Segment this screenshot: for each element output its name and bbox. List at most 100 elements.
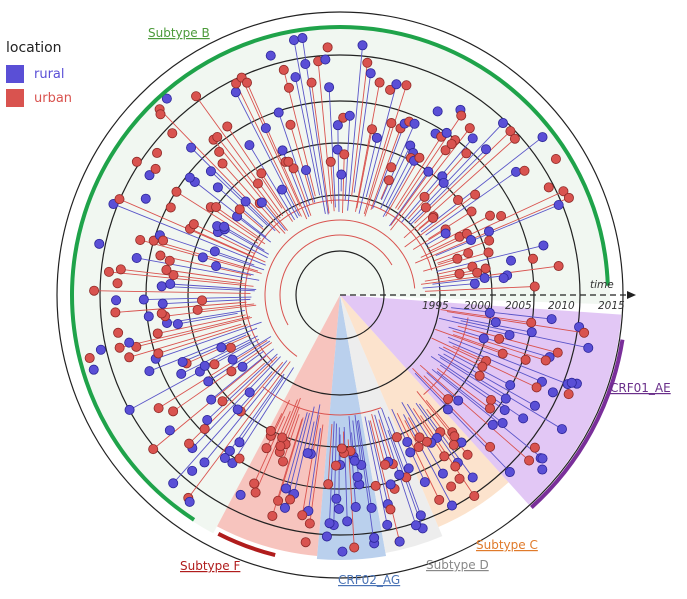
year-label: 2000	[464, 300, 491, 312]
tip-node	[152, 147, 163, 158]
tip-node	[300, 537, 311, 548]
tip-node	[285, 494, 296, 505]
branch	[356, 420, 375, 544]
branch	[447, 336, 568, 385]
tip-node	[477, 361, 488, 372]
tip-node	[449, 431, 460, 442]
tip-node	[261, 443, 272, 454]
branch	[189, 177, 267, 238]
branch	[160, 255, 252, 276]
tip-node	[550, 154, 561, 165]
branch	[414, 372, 511, 473]
tip-node	[275, 441, 286, 452]
branch	[363, 122, 392, 215]
tip-node	[509, 133, 520, 144]
tip-node	[273, 107, 284, 118]
branch	[159, 108, 281, 234]
branch	[226, 126, 283, 209]
tip-node	[553, 199, 564, 210]
tip-node	[214, 146, 225, 157]
tip-node	[171, 186, 182, 197]
branch	[446, 311, 585, 334]
tip-node	[279, 502, 290, 513]
tip-node	[230, 87, 241, 98]
tip-node	[526, 327, 537, 338]
branch	[412, 229, 446, 250]
branch	[420, 136, 543, 233]
tip-node	[144, 366, 155, 377]
tip-node	[472, 267, 483, 278]
tip-node	[217, 396, 228, 407]
tip-node	[485, 403, 496, 414]
tip-node	[518, 413, 529, 424]
tip-node	[150, 163, 161, 174]
legend-title: location	[6, 40, 62, 56]
year-label: 1995	[422, 300, 449, 312]
tip-node	[153, 403, 164, 414]
tip-node	[199, 423, 210, 434]
branch	[438, 346, 511, 386]
tip-node	[237, 361, 248, 372]
branch	[420, 190, 564, 258]
tip-node	[474, 370, 485, 381]
backbone-branch	[262, 386, 382, 416]
tip-node	[529, 442, 540, 453]
tip-node	[350, 502, 361, 513]
branch	[425, 400, 453, 433]
tip-node	[484, 307, 495, 318]
branch	[434, 240, 490, 262]
branch	[113, 203, 266, 266]
tip-node	[158, 235, 169, 246]
tip-node	[497, 348, 508, 359]
tip-node	[349, 455, 360, 466]
branch	[354, 414, 362, 466]
tip-node	[212, 131, 223, 142]
branch	[435, 328, 503, 355]
tip-node	[556, 424, 567, 435]
tip-node	[209, 359, 220, 370]
tip-node	[553, 261, 564, 272]
branch	[129, 338, 260, 411]
tip-node	[161, 93, 172, 104]
branch	[424, 272, 478, 282]
branch	[407, 153, 467, 220]
tip-node	[250, 487, 261, 498]
branch	[389, 171, 429, 227]
branch	[222, 163, 286, 234]
branch	[136, 257, 260, 281]
branch	[301, 415, 320, 516]
branch	[278, 112, 311, 206]
branch	[193, 223, 255, 255]
branch	[215, 206, 261, 240]
tip-node	[462, 449, 473, 460]
tip-node	[244, 140, 255, 151]
tip-node	[155, 109, 166, 120]
clade-arcs	[70, 25, 625, 557]
branch	[409, 148, 487, 226]
branch	[232, 336, 272, 361]
tip-node	[432, 106, 443, 117]
tip-node	[437, 468, 448, 479]
tip-node	[300, 59, 311, 70]
tip-node	[191, 91, 202, 102]
tip-node	[537, 453, 548, 464]
tip-node	[505, 126, 516, 137]
tip-node	[131, 252, 142, 263]
branch	[170, 283, 257, 291]
branch	[290, 124, 314, 204]
branch	[157, 314, 246, 334]
tip-node	[240, 196, 251, 207]
tip-node	[331, 493, 342, 504]
tip-node	[124, 404, 135, 415]
branch	[347, 45, 363, 211]
tip-node	[500, 393, 511, 404]
tip-node	[135, 234, 146, 245]
tip-node	[330, 460, 341, 471]
branch	[330, 161, 335, 212]
tip-node	[374, 77, 385, 88]
tip-node	[278, 64, 289, 75]
branch	[368, 420, 389, 505]
branch	[364, 416, 388, 525]
branch	[431, 368, 543, 459]
